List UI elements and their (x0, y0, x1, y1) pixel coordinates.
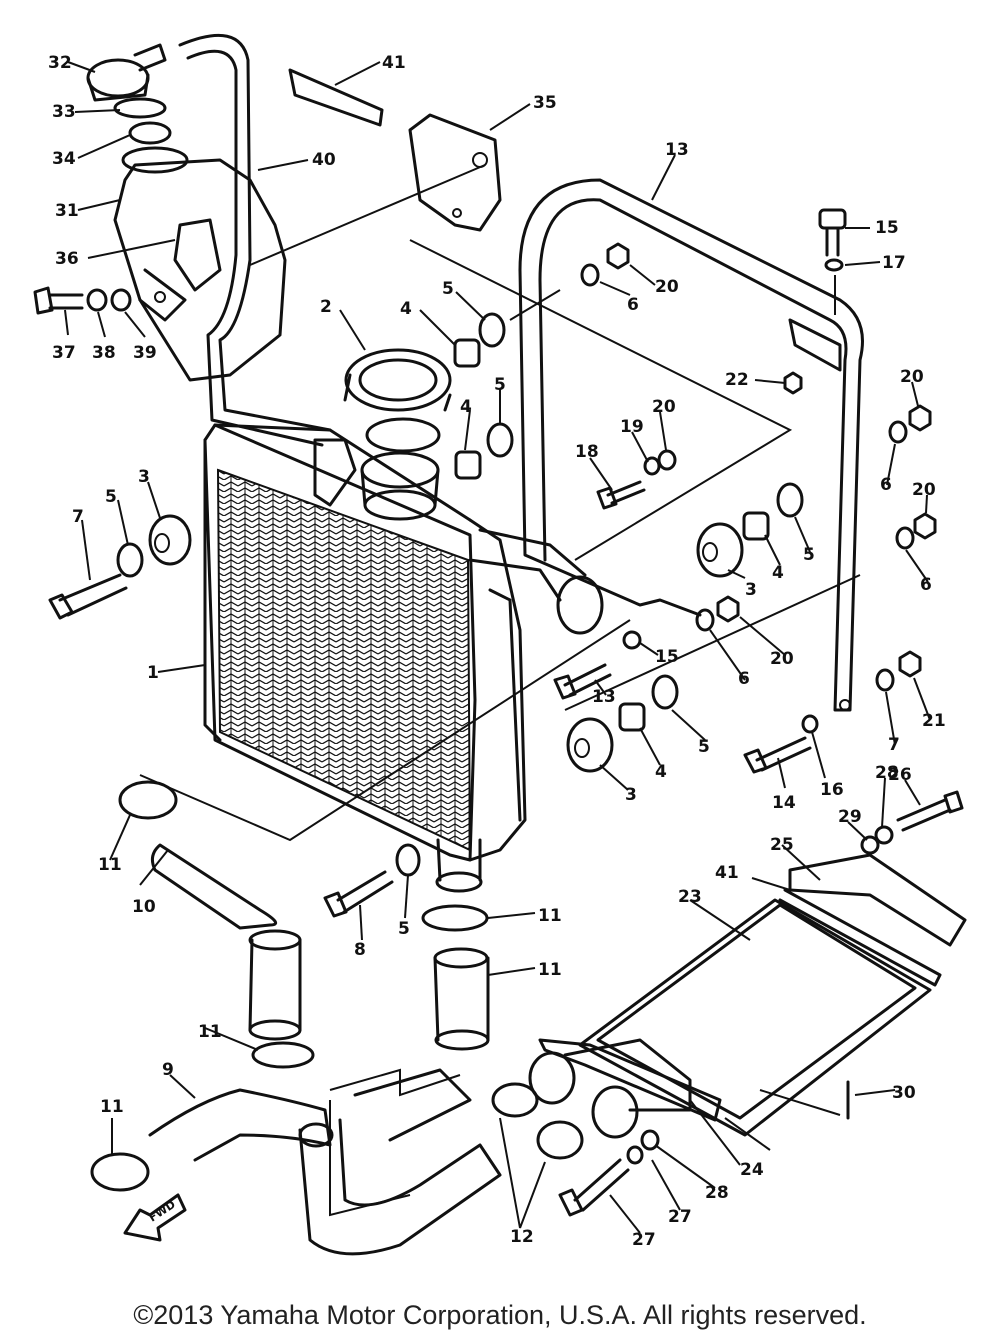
part-label-15: 15 (655, 647, 679, 667)
part-label-24: 25 (770, 835, 794, 855)
radiator-exploded-diagram: FWD (33, 33, 967, 1256)
part-label-8: 9 (162, 1060, 174, 1080)
damper-rubbers (148, 514, 744, 773)
radiator-outlet-pipe (468, 528, 604, 635)
part-label-20: 20 (912, 480, 936, 500)
part-label-11: 11 (198, 1022, 222, 1042)
part-label-19: 20 (652, 397, 676, 417)
part-label-38: 39 (133, 343, 157, 363)
part-label-22: 23 (678, 887, 702, 907)
part-label-14: 15 (875, 218, 899, 238)
part-label-13: 14 (772, 793, 796, 813)
bolts (33, 208, 964, 1217)
part-label-6: 6 (738, 669, 750, 689)
mounting-bracket (408, 113, 502, 232)
alignment-lines (139, 164, 861, 1217)
collars (453, 338, 770, 732)
part-label-31: 32 (48, 53, 72, 73)
part-label-7: 7 (72, 507, 84, 527)
washers (86, 258, 915, 1165)
part-label-35: 36 (55, 249, 79, 269)
hose-clip (288, 68, 384, 127)
part-label-28: 29 (838, 807, 862, 827)
part-label-5: 5 (803, 545, 815, 565)
part-label-15: 16 (820, 780, 844, 800)
part-label-10: 11 (538, 960, 562, 980)
part-label-29: 30 (892, 1083, 916, 1103)
part-label-25: 26 (888, 765, 912, 785)
radiator-guard (518, 178, 864, 712)
part-label-17: 18 (575, 442, 599, 462)
part-label-20: 20 (900, 367, 924, 387)
filler-neck (343, 348, 452, 521)
part-label-2: 2 (320, 297, 332, 317)
part-label-18: 19 (620, 417, 644, 437)
part-number-labels: 1 2 3 3 3 4 4 4 4 5 5 5 5 5 5 6 6 6 6 7 … (48, 53, 946, 1250)
reservoir-cap (86, 43, 189, 174)
part-label-3: 3 (745, 580, 757, 600)
leader-lines (64, 61, 931, 1234)
part-label-20: 20 (770, 649, 794, 669)
part-label-40: 41 (382, 53, 406, 73)
part-label-9: 10 (132, 897, 156, 917)
part-label-5: 5 (105, 487, 117, 507)
radiator-lower-outlet (435, 838, 483, 893)
part-label-20: 21 (922, 711, 946, 731)
part-label-32: 33 (52, 102, 76, 122)
copyright-notice: ©2013 Yamaha Motor Corporation, U.S.A. A… (133, 1300, 867, 1330)
part-label-21: 22 (725, 370, 749, 390)
part-label-6: 6 (627, 295, 639, 315)
part-label-34: 35 (533, 93, 557, 113)
part-label-1: 1 (147, 663, 159, 683)
fwd-arrow: FWD (123, 1193, 187, 1242)
part-label-6: 6 (920, 575, 932, 595)
part-label-4: 4 (400, 299, 412, 319)
part-label-7: 8 (354, 940, 366, 960)
part-label-4: 4 (655, 762, 667, 782)
overflow-hose (178, 33, 332, 447)
part-label-28: 28 (705, 1183, 729, 1203)
fwd-label: FWD (147, 1198, 178, 1225)
part-label-11: 11 (538, 906, 562, 926)
part-label-30: 31 (55, 201, 79, 221)
part-label-16: 17 (882, 253, 906, 273)
part-label-5: 5 (494, 375, 506, 395)
part-label-4: 4 (772, 563, 784, 583)
part-label-27: 27 (668, 1207, 692, 1227)
part-label-20: 20 (655, 277, 679, 297)
part-label-13: 13 (592, 687, 616, 707)
part-label-33: 34 (52, 149, 76, 169)
part-label-11: 12 (510, 1227, 534, 1247)
part-label-11: 11 (100, 1097, 124, 1117)
part-label-26: 27 (632, 1230, 656, 1250)
part-label-37: 38 (92, 343, 116, 363)
hose-clamps (90, 780, 584, 1192)
coolant-hoses (148, 843, 502, 1256)
part-label-23: 24 (740, 1160, 764, 1180)
part-label-5: 5 (698, 737, 710, 757)
reservoir-tank (113, 158, 287, 382)
part-label-39: 40 (312, 150, 336, 170)
part-label-11: 11 (98, 855, 122, 875)
part-label-3: 3 (138, 467, 150, 487)
part-label-5: 5 (442, 279, 454, 299)
part-label-36: 37 (52, 343, 76, 363)
part-label-12: 13 (665, 140, 689, 160)
part-label-3: 3 (625, 785, 637, 805)
nuts (606, 242, 937, 678)
part-label-27: 28 (875, 763, 899, 783)
part-label-4: 4 (460, 397, 472, 417)
part-label-6: 7 (888, 735, 900, 755)
part-label-41: 41 (715, 863, 739, 883)
part-label-5: 5 (398, 919, 410, 939)
part-label-6: 6 (880, 475, 892, 495)
